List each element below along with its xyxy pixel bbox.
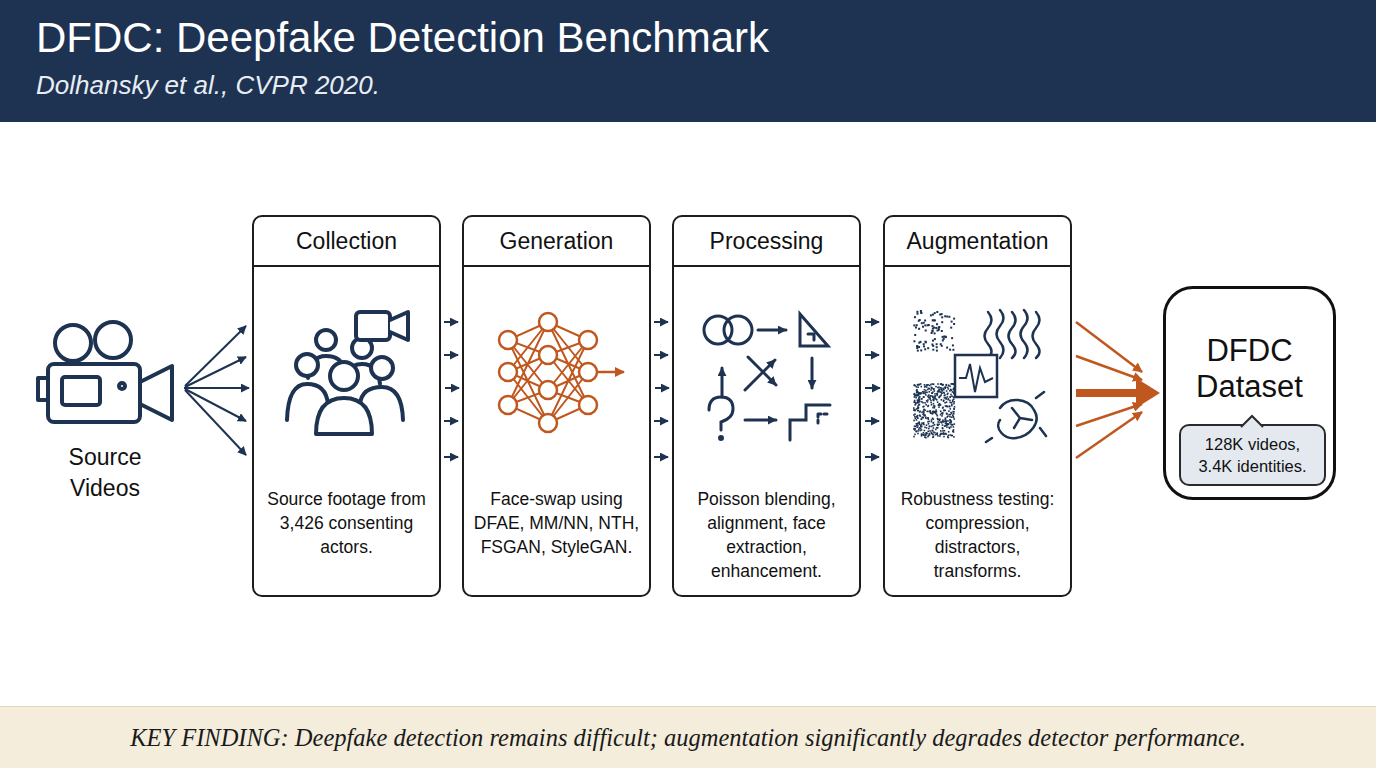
camera-dot xyxy=(119,383,125,389)
parallel-arrow xyxy=(654,321,668,323)
fan-arrow xyxy=(185,357,246,387)
process-box: AugmentationRobustness testing: compress… xyxy=(883,215,1072,597)
parallel-arrow xyxy=(865,354,879,356)
stage-description: Face-swap using DFAE, MM/NN, NTH, FSGAN,… xyxy=(469,487,644,559)
key-finding-band: KEY FINDING: Deepfake detection remains … xyxy=(0,706,1376,768)
camera-icon xyxy=(38,322,172,422)
stage-heading: Augmentation xyxy=(885,217,1070,267)
flow-arrow xyxy=(445,387,459,389)
flow-arrow xyxy=(865,387,880,389)
camera-reel xyxy=(95,322,131,358)
dataset-title: DFDC Dataset xyxy=(1174,333,1325,405)
title-bar: DFDC: Deepfake Detection BenchmarkDolhan… xyxy=(0,0,1376,122)
camera-knob xyxy=(38,378,48,400)
camera-screen xyxy=(62,377,100,405)
process-box: CollectionSource footage from 3,426 cons… xyxy=(252,215,441,597)
fan-arrow xyxy=(1076,356,1142,380)
fan-arrows xyxy=(185,326,246,455)
process-box: GenerationFace-swap using DFAE, MM/NN, N… xyxy=(462,215,651,597)
callout-pointer xyxy=(1241,415,1263,427)
stage-description: Source footage from 3,426 consenting act… xyxy=(259,487,434,559)
parallel-arrow xyxy=(654,456,668,458)
fan-arrow xyxy=(185,389,246,421)
flow-arrow xyxy=(184,387,249,389)
source-node: Source Videos xyxy=(35,300,180,510)
process-box: ProcessingPoisson blending, alignment, f… xyxy=(672,215,861,597)
citation-label: Dolhansky et al., CVPR 2020. xyxy=(36,70,380,101)
parallel-arrow xyxy=(865,456,879,458)
key-finding-text: KEY FINDING: Deepfake detection remains … xyxy=(130,724,1246,752)
parallel-arrow xyxy=(444,321,458,323)
stage-description: Poisson blending, alignment, face extrac… xyxy=(679,487,854,583)
fan-arrow xyxy=(1076,404,1142,426)
stage-heading: Generation xyxy=(464,217,649,267)
parallel-arrow xyxy=(444,456,458,458)
parallel-arrow xyxy=(865,420,879,422)
fan-arrow xyxy=(185,326,246,386)
camera-lens xyxy=(140,366,172,420)
fan-arrow xyxy=(1076,322,1142,372)
parallel-arrow xyxy=(444,354,458,356)
callout-pointer-shape xyxy=(1241,416,1263,427)
fan-arrow xyxy=(1076,412,1142,458)
fan-arrow xyxy=(185,390,246,455)
parallel-arrow xyxy=(865,321,879,323)
flow-arrow xyxy=(655,387,669,389)
stage-description: Robustness testing: compression, distrac… xyxy=(890,487,1065,583)
stage-heading: Collection xyxy=(254,217,439,267)
stats-text: 128K videos, 3.4K identities. xyxy=(1187,433,1319,477)
output-fan-arrows xyxy=(1076,322,1142,458)
parallel-arrow xyxy=(654,420,668,422)
dataset-box: DFDC Dataset 128K videos, 3.4K identities… xyxy=(1163,286,1336,500)
source-label: Source Videos xyxy=(55,442,155,504)
flow-arrow xyxy=(1076,389,1136,397)
parallel-arrow xyxy=(444,420,458,422)
diagram-title: DFDC: Deepfake Detection Benchmark xyxy=(36,14,769,62)
parallel-arrow xyxy=(654,354,668,356)
camera-body xyxy=(48,364,140,422)
stage-heading: Processing xyxy=(674,217,859,267)
stats-callout: 128K videos, 3.4K identities. xyxy=(1179,424,1326,486)
camera-reel xyxy=(55,325,91,361)
